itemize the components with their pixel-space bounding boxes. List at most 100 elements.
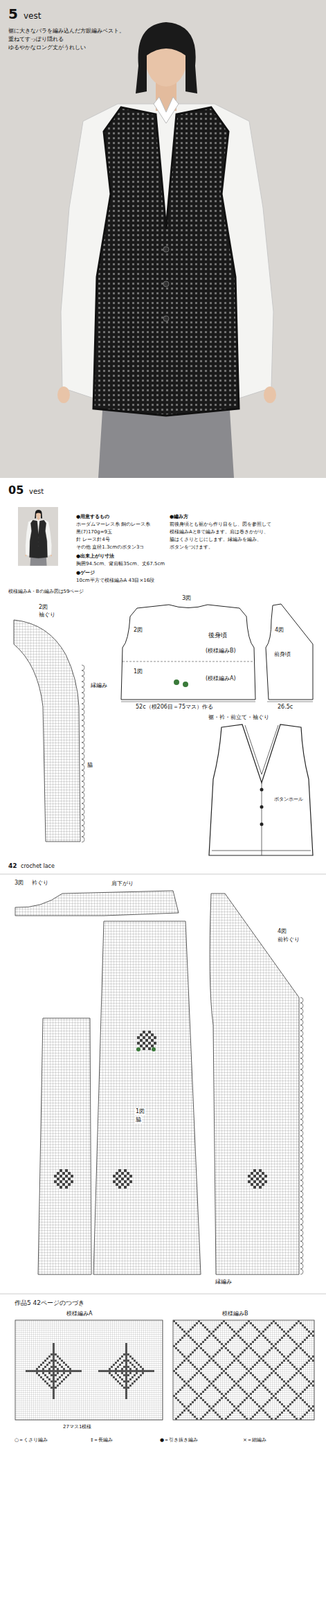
- shirt-collar: [36, 518, 40, 522]
- note-text: ボタンをつけます。: [169, 544, 214, 550]
- chart-title: 模様編みB: [221, 1309, 250, 1317]
- note-text: 前後身頃とも裾から作り目をし、図を参照して: [169, 521, 272, 527]
- figure-number: 2図: [132, 626, 144, 634]
- symbol-key: ×＝細編み: [242, 1436, 268, 1442]
- part-name: 脇: [134, 1115, 142, 1123]
- item-title: vest: [23, 11, 41, 21]
- part-name: ボタンホール: [273, 795, 304, 802]
- note-heading: ●出来上がり寸法: [76, 553, 115, 559]
- divider-line: [122, 660, 255, 662]
- front-chart: [209, 892, 300, 1274]
- note-text: 針 レース針4号: [76, 536, 111, 542]
- part-name: 前身頃: [273, 650, 292, 658]
- part-name: 肩下がり: [110, 879, 135, 887]
- dimension-line: [121, 701, 256, 702]
- chart-a-grid: [15, 1319, 163, 1419]
- dimension-line: [267, 701, 313, 702]
- symbol-key: ○＝くさり編み: [13, 1436, 49, 1442]
- rose-motif: [182, 681, 189, 687]
- stitch-name: (模様編みB): [204, 647, 237, 655]
- chart-a-motif: [25, 1342, 155, 1399]
- figure-number: 1図: [134, 1107, 146, 1115]
- button: [260, 804, 264, 809]
- photo-ground: [17, 506, 59, 566]
- side-chart: [38, 1017, 92, 1274]
- part-name: 前衿ぐり: [276, 935, 301, 943]
- button: [260, 822, 264, 826]
- page-divider: [0, 1292, 326, 1294]
- figure-number: 1図: [132, 667, 144, 675]
- note-text: 胸囲94.5cm、背肩幅35cm、丈67.5cm: [76, 560, 165, 567]
- figure-number: 2図: [38, 603, 49, 611]
- note-text: 黒(7)170g=9玉: [76, 528, 113, 535]
- running-title: crochet lace: [20, 862, 55, 870]
- part-name: 縁編み: [89, 681, 108, 689]
- lace-vest: [93, 107, 239, 416]
- symbol-key: ‡＝長編み: [89, 1436, 114, 1442]
- hand: [50, 554, 52, 557]
- leaf-mark: [151, 1046, 156, 1051]
- note-heading: ●ゲージ: [76, 569, 95, 576]
- note-text: 模様編みAとBで編みます。肩は巻きかがり、: [169, 528, 269, 535]
- item-number: 05: [8, 483, 24, 497]
- hand: [263, 386, 277, 403]
- part-name: 後身頃: [207, 631, 228, 639]
- note-heading: ●編み方: [169, 513, 189, 520]
- rose-motif: [53, 1029, 268, 1188]
- lace-vest: [29, 519, 48, 558]
- item-title: vest: [29, 487, 44, 496]
- dimension: 26.5c: [276, 703, 294, 711]
- page-number: 42: [8, 861, 18, 870]
- button: [163, 281, 169, 287]
- front-body-outline: [265, 603, 313, 700]
- photo: [0, 0, 326, 478]
- figure-number: 4図: [274, 626, 285, 634]
- part-name: 裾・衿・前立て・袖ぐり: [207, 713, 270, 721]
- button: [38, 536, 40, 538]
- hand: [24, 554, 27, 557]
- shirt-collar: [153, 96, 179, 124]
- shoulder-chart: [15, 890, 179, 916]
- section-heading: 作品5 42ページのつづき: [13, 1298, 86, 1307]
- note-text: 10cm平方で模様編みA 43目×16段: [76, 577, 155, 583]
- side-chart: [93, 920, 201, 1274]
- dimension: 52c（模206目＝75マス）作る: [134, 703, 214, 711]
- edging-scallop: [81, 664, 85, 842]
- figure-number: 3図: [181, 594, 192, 602]
- note-text: 模様編みA・Bの編み図は59ページ: [8, 588, 85, 594]
- caption: 裾に大きなバラを編み込んだ方眼編みベスト。: [8, 27, 125, 35]
- item-number: 5: [8, 5, 18, 23]
- figure-number: 3図: [13, 879, 25, 886]
- dimension: 27マス1模様: [62, 1423, 93, 1429]
- note-text: ホーダムマーレス糸 銅のレース糸: [76, 521, 151, 527]
- border-line: [211, 724, 311, 855]
- button: [260, 787, 264, 792]
- thumbnail-photo: [17, 506, 59, 566]
- symbol-key: ●＝引き抜き編み: [159, 1436, 199, 1442]
- chart-b-grid: [173, 1319, 315, 1419]
- caption: 重ねてすっぽり隠れる: [8, 35, 64, 43]
- rose-motif: [173, 678, 180, 685]
- chart-b-motif: [173, 1319, 315, 1419]
- button: [38, 545, 40, 547]
- stitch-name: (模様編みA): [204, 674, 237, 682]
- hair: [34, 509, 43, 519]
- chart-title: 模様編みA: [65, 1309, 93, 1317]
- armhole-chart: [13, 619, 81, 841]
- note-text: 脇はくさりとじにします。縁編みを編み、: [169, 536, 262, 542]
- page-divider: [0, 873, 326, 875]
- hair: [135, 22, 198, 94]
- button: [163, 315, 169, 322]
- part-name: 縁編み: [214, 1277, 233, 1285]
- edging-scallop: [300, 996, 304, 1274]
- button: [163, 246, 169, 252]
- leaf-mark: [136, 1046, 141, 1051]
- hand: [57, 386, 70, 403]
- caption: ゆるやかなロング丈がうれしい: [8, 44, 86, 52]
- button: [38, 540, 40, 542]
- vest-outline: [209, 723, 313, 855]
- part-name: 脇: [86, 761, 94, 769]
- figure-number: 4図: [276, 927, 288, 935]
- note-heading: ●用意するもの: [76, 513, 110, 520]
- photo-ground: [0, 0, 326, 478]
